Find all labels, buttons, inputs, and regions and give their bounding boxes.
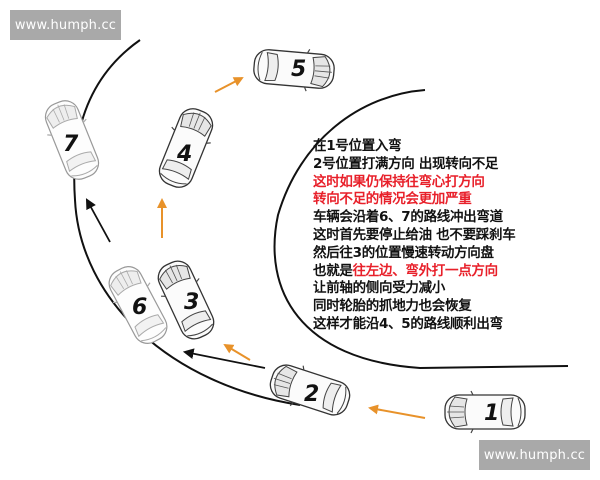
instruction-highlight: 往左边、弯外打一点方向 <box>352 262 499 279</box>
runoff-path-arrow <box>85 198 111 243</box>
car-5-label: 5 <box>291 57 306 82</box>
instruction-warning-line: 这时如果仍保持往弯心打方向 <box>313 173 485 190</box>
car-4-label: 4 <box>176 142 192 167</box>
instruction-line: 也就是往左边、弯外打一点方向 <box>313 263 515 281</box>
arrow-1-to-2 <box>368 404 426 419</box>
instruction-prefix: 也就是 <box>313 262 353 279</box>
arrow-4-to-5 <box>214 77 244 93</box>
car-2-label: 2 <box>304 382 319 407</box>
road-outer-edge <box>73 39 301 406</box>
instruction-line: 这样才能沿4、5的路线顺利出弯 <box>313 315 503 332</box>
watermark-top: www.humph.cc <box>10 10 121 40</box>
understeer-path-arrow <box>182 348 266 369</box>
instruction-line: 让前轴的侧向受力减小 <box>313 280 445 297</box>
car-6-label: 6 <box>132 295 147 320</box>
instruction-line: 2号位置打满方向 出现转向不足 <box>313 155 499 172</box>
car-7-label: 7 <box>63 132 79 157</box>
instruction-line: 然后往3的位置慢速转动方向盘 <box>313 244 494 261</box>
instruction-line: 在1号位置入弯 <box>313 138 402 154</box>
instruction-line: 车辆会沿着6、7的路线冲出弯道 <box>313 209 503 226</box>
instructions-text: 在1号位置入弯 2号位置打满方向 出现转向不足 这时如果仍保持往弯心打方向 转向… <box>313 138 516 334</box>
instruction-line: 同时轮胎的抓地力也会恢复 <box>313 298 472 315</box>
road-inner-edge <box>273 89 569 370</box>
instruction-warning-line: 转向不足的情况会更加严重 <box>313 191 472 208</box>
instruction-line: 这时首先要停止给油 也不要踩刹车 <box>313 226 516 243</box>
car-1-label: 1 <box>484 401 499 426</box>
arrow-2-to-3 <box>223 343 251 361</box>
car-3-label: 3 <box>184 290 199 315</box>
watermark-bottom: www.humph.cc <box>479 440 590 470</box>
